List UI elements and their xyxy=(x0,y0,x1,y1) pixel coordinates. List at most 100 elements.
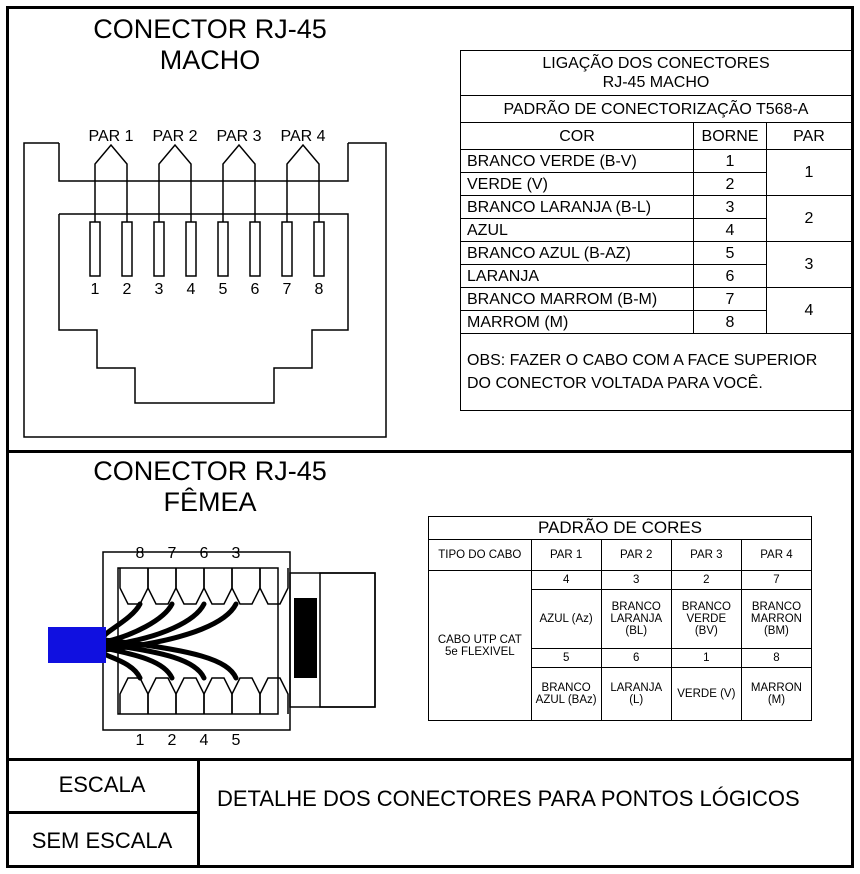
par-cell: 1 xyxy=(766,149,852,196)
color-cell: BRANCO MARRON (BM) xyxy=(740,589,813,649)
wire-bottom xyxy=(101,637,239,681)
female-top-number: 6 xyxy=(200,545,209,562)
par-header: PAR 4 xyxy=(740,539,813,571)
color-table-title: PADRÃO DE CORES xyxy=(428,516,812,540)
pin-number: 7 xyxy=(283,281,292,298)
pin-contact xyxy=(89,221,101,277)
female-top-number: 8 xyxy=(136,545,145,562)
pin-cell: 1 xyxy=(670,648,742,668)
pin-contact xyxy=(217,221,229,277)
pin-number: 5 xyxy=(219,281,228,298)
female-bottom-number: 1 xyxy=(136,732,145,749)
wire-bottom xyxy=(101,641,207,681)
contact-tooth xyxy=(259,568,289,605)
pair-label: PAR 2 xyxy=(152,128,197,145)
pin-contact xyxy=(249,221,261,277)
cor-cell: BRANCO LARANJA (B-L) xyxy=(460,195,694,219)
contact-tooth xyxy=(147,677,177,714)
female-top-number: 3 xyxy=(232,545,241,562)
cor-cell: VERDE (V) xyxy=(460,172,694,196)
pin-cell: 7 xyxy=(740,570,813,590)
description-text: DETALHE DOS CONECTORES PARA PONTOS LÓGIC… xyxy=(217,786,800,811)
pair-crossover xyxy=(158,143,192,181)
pin-contact xyxy=(153,221,165,277)
borne-cell: 5 xyxy=(693,241,767,265)
tipo-header: TIPO DO CABO xyxy=(428,539,532,571)
color-cell: VERDE (V) xyxy=(670,667,742,721)
par-header: PAR 1 xyxy=(530,539,602,571)
male-body xyxy=(58,213,349,404)
pin-number: 2 xyxy=(123,281,132,298)
contact-tooth xyxy=(119,677,149,714)
pin-number: 8 xyxy=(315,281,324,298)
macho-obs: OBS: FAZER O CABO COM A FACE SUPERIOR DO… xyxy=(460,333,852,411)
female-bottom-number: 5 xyxy=(232,732,241,749)
col-cor-header: COR xyxy=(460,122,694,150)
femea-title: CONECTOR RJ-45 FÊMEA xyxy=(50,456,370,518)
color-cell: BRANCO AZUL (BAz) xyxy=(530,667,602,721)
pair-label: PAR 4 xyxy=(280,128,325,145)
macho-title-line2: MACHO xyxy=(159,45,261,75)
borne-cell: 4 xyxy=(693,218,767,242)
contact-tooth xyxy=(175,568,205,605)
pin-contact xyxy=(313,221,325,277)
female-contact-block xyxy=(294,598,317,678)
borne-cell: 6 xyxy=(693,264,767,288)
wire-bottom xyxy=(101,645,175,681)
female-bottom-number: 2 xyxy=(168,732,177,749)
footer-divider-horizontal xyxy=(6,811,198,814)
macho-title-line1: CONECTOR RJ-45 xyxy=(93,14,327,44)
cor-cell: LARANJA xyxy=(460,264,694,288)
pin-number: 3 xyxy=(155,281,164,298)
macho-connection-table: LIGAÇÃO DOS CONECTORES RJ-45 MACHO PADRÃ… xyxy=(460,50,852,411)
pair-label: PAR 3 xyxy=(216,128,261,145)
pair-crossover xyxy=(94,143,128,181)
cor-cell: MARROM (M) xyxy=(460,310,694,334)
col-borne-header: BORNE xyxy=(693,122,767,150)
borne-cell: 2 xyxy=(693,172,767,196)
pin-cell: 5 xyxy=(530,648,602,668)
par-cell: 3 xyxy=(766,241,852,288)
borne-cell: 7 xyxy=(693,287,767,311)
pin-cell: 4 xyxy=(530,570,602,590)
cor-cell: BRANCO VERDE (B-V) xyxy=(460,149,694,173)
borne-cell: 3 xyxy=(693,195,767,219)
pin-cell: 2 xyxy=(670,570,742,590)
pin-number: 6 xyxy=(251,281,260,298)
borne-cell: 8 xyxy=(693,310,767,334)
macho-standard: PADRÃO DE CONECTORIZAÇÃO T568-A xyxy=(460,95,852,123)
contact-tooth xyxy=(203,677,233,714)
female-plug-window xyxy=(319,572,376,708)
cabo-type-cell: CABO UTP CAT 5e FLEXIVEL xyxy=(428,570,532,721)
pin-contact xyxy=(281,221,293,277)
par-header: PAR 3 xyxy=(670,539,742,571)
sem-escala-label: SEM ESCALA xyxy=(31,828,173,853)
pin-contact xyxy=(121,221,133,277)
par-header: PAR 2 xyxy=(600,539,672,571)
color-cell: BRANCO VERDE (BV) xyxy=(670,589,742,649)
col-par-header: PAR xyxy=(766,122,852,150)
color-cell: MARRON (M) xyxy=(740,667,813,721)
escala-label: ESCALA xyxy=(58,772,146,797)
cor-cell: BRANCO AZUL (B-AZ) xyxy=(460,241,694,265)
femea-title-line1: CONECTOR RJ-45 xyxy=(93,456,327,486)
contact-tooth xyxy=(119,568,149,605)
female-top-number: 7 xyxy=(168,545,177,562)
contact-tooth xyxy=(147,568,177,605)
color-cell: AZUL (Az) xyxy=(530,589,602,649)
macho-table-title-line2: RJ-45 MACHO xyxy=(602,74,710,91)
cor-cell: BRANCO MARROM (B-M) xyxy=(460,287,694,311)
male-outline xyxy=(23,142,387,438)
pin-number: 1 xyxy=(91,281,100,298)
footer-divider-vertical xyxy=(197,760,200,868)
contact-tooth xyxy=(231,568,261,605)
macho-table-title: LIGAÇÃO DOS CONECTORES RJ-45 MACHO xyxy=(460,50,852,96)
pin-cell: 6 xyxy=(600,648,672,668)
male-inner-top xyxy=(58,143,349,182)
color-cell: LARANJA (L) xyxy=(600,667,672,721)
pair-crossover xyxy=(286,143,320,181)
contact-tooth xyxy=(259,677,289,714)
pin-cell: 8 xyxy=(740,648,813,668)
